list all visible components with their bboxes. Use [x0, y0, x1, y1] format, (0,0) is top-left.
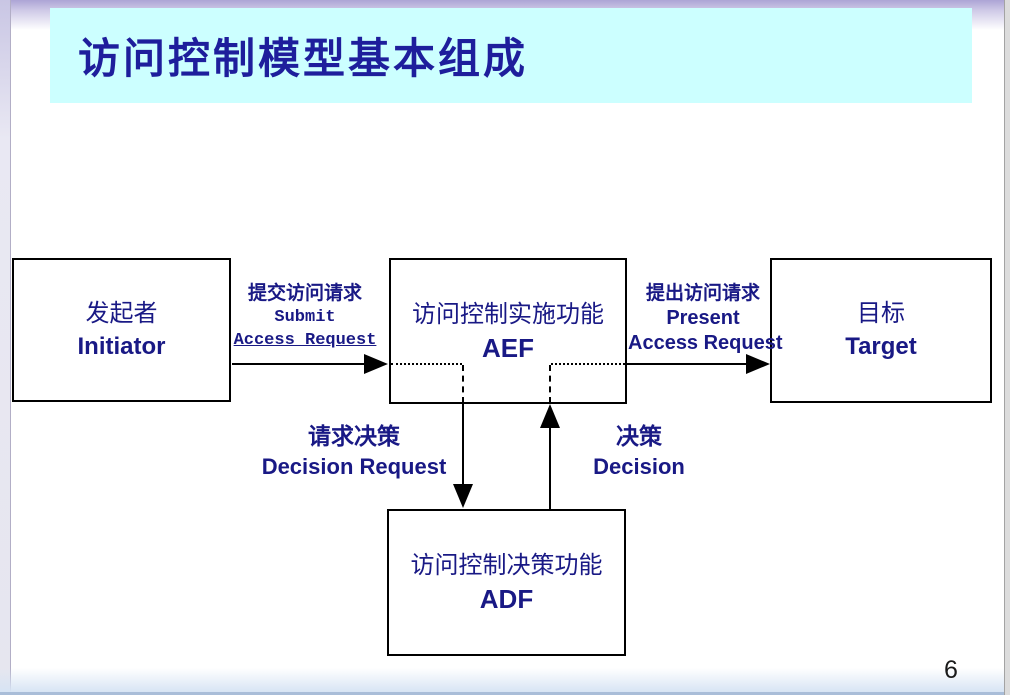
- submit-label-cn: 提交访问请求: [247, 283, 362, 304]
- decision-request-arrowhead-icon: [453, 484, 473, 508]
- aef-box: 访问控制实施功能 AEF: [389, 258, 627, 404]
- submit-label-en1: Submit: [274, 308, 336, 327]
- title-banner: 访问控制模型基本组成: [50, 8, 972, 103]
- bottom-edge-line: [0, 692, 1010, 695]
- submit-label-en2: Access Request: [233, 331, 377, 350]
- decision-request-arrow-line: [462, 404, 464, 486]
- present-label-cn: 提出访问请求: [645, 283, 760, 304]
- decision-request-label-en: Decision Request: [261, 454, 447, 479]
- present-arrow-line: [627, 363, 748, 365]
- decision-label-en: Decision: [593, 454, 685, 479]
- aef-internal-dotted-left: [391, 363, 462, 365]
- target-box: 目标 Target: [770, 258, 992, 403]
- decision-request-label: 请求决策 Decision Request: [258, 422, 450, 482]
- present-label: 提出访问请求 Present Access Request: [628, 281, 783, 356]
- aef-label-cn: 访问控制实施功能: [412, 301, 604, 328]
- aef-internal-dotted-right: [551, 363, 625, 365]
- submit-arrow-line: [232, 363, 366, 365]
- aef-internal-dashed-left: [462, 365, 464, 403]
- decision-request-label-cn: 请求决策: [308, 424, 400, 449]
- target-label-cn: 目标: [857, 301, 905, 327]
- submit-arrowhead-icon: [364, 354, 388, 374]
- bottom-gradient-band: [0, 668, 1010, 692]
- initiator-box: 发起者 Initiator: [12, 258, 231, 402]
- present-arrowhead-icon: [746, 354, 770, 374]
- page-number: 6: [944, 656, 958, 684]
- aef-internal-dashed-right: [549, 365, 551, 403]
- present-label-en2: Access Request: [628, 332, 783, 354]
- left-edge-strip: [0, 0, 11, 695]
- adf-box: 访问控制决策功能 ADF: [387, 509, 626, 656]
- decision-label: 决策 Decision: [586, 422, 692, 482]
- submit-label: 提交访问请求 Submit Access Request: [227, 281, 383, 352]
- decision-arrowhead-icon: [540, 404, 560, 428]
- initiator-label-en: Initiator: [77, 332, 166, 360]
- initiator-label-cn: 发起者: [85, 300, 158, 327]
- decision-arrow-line: [549, 426, 551, 509]
- target-label-en: Target: [845, 333, 917, 360]
- aef-label-en: AEF: [482, 332, 534, 363]
- adf-label-cn: 访问控制决策功能: [410, 553, 603, 579]
- slide-title: 访问控制模型基本组成: [78, 35, 529, 82]
- adf-label-en: ADF: [479, 584, 534, 614]
- right-edge-strip: [1004, 0, 1010, 695]
- decision-label-cn: 决策: [616, 424, 662, 449]
- present-label-en1: Present: [666, 307, 740, 329]
